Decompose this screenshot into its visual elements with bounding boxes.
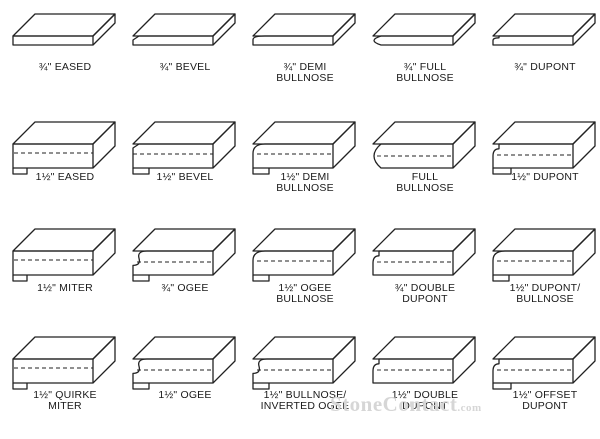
profile-drawing xyxy=(252,13,356,46)
profile-drawing xyxy=(12,336,116,390)
profile-drawing xyxy=(132,336,236,390)
profile-label-line: 1½" DOUBLE xyxy=(391,389,459,401)
profile-label-line: ¾" DOUBLE xyxy=(394,282,456,294)
profile-label: 1½" OGEE xyxy=(131,390,239,401)
profile-label-line: 1½" OGEE xyxy=(158,389,212,401)
profile-label-line: ¾" FULL xyxy=(403,61,447,73)
profile-1-1-2-miter: 1½" MITER xyxy=(5,215,125,325)
profile-label-line: DUPONT xyxy=(402,293,448,305)
profile-label-line: 1½" DEMI xyxy=(280,171,330,183)
profile-label: 1½" BULLNOSE/INVERTED OGEE xyxy=(251,390,359,412)
profile-1-1-2-bullnose-inverted-ogee: 1½" BULLNOSE/INVERTED OGEE xyxy=(245,323,365,433)
profile-label-line: 1½" MITER xyxy=(37,282,93,294)
profile-1-1-2-dupont: 1½" DUPONT xyxy=(485,108,600,218)
profile-drawing xyxy=(252,121,356,175)
profile-label-line: INVERTED OGEE xyxy=(260,400,350,412)
profile-1-1-2-eased: 1½" EASED xyxy=(5,108,125,218)
profile-label: 1½" EASED xyxy=(11,172,119,183)
profile-drawing xyxy=(492,13,596,46)
profile-label: ¾" OGEE xyxy=(131,283,239,294)
profile-drawing xyxy=(12,121,116,175)
profile-label-line: BULLNOSE xyxy=(396,72,454,84)
profile-drawing xyxy=(372,336,476,384)
profile-label-line: 1½" QUIRKE xyxy=(33,389,97,401)
profile-drawing xyxy=(132,121,236,175)
profile-label-line: ¾" BEVEL xyxy=(159,61,211,73)
profile-1-1-2-bevel: 1½" BEVEL xyxy=(125,108,245,218)
profile-label-line: BULLNOSE xyxy=(276,182,334,194)
profile-drawing xyxy=(132,228,236,282)
profile-label-line: 1½" OFFSET xyxy=(512,389,578,401)
profile-1-1-2-ogee: 1½" OGEE xyxy=(125,323,245,433)
profile-3-4-dupont: ¾" DUPONT xyxy=(485,0,600,110)
profile-drawing xyxy=(372,121,476,169)
profile-drawing xyxy=(12,13,116,46)
profile-drawing xyxy=(492,228,596,282)
profile-label-line: 1½" OGEE xyxy=(278,282,332,294)
profile-label-line: 1½" BEVEL xyxy=(156,171,214,183)
watermark-tld: .com xyxy=(457,402,482,414)
profile-3-4-ogee: ¾" OGEE xyxy=(125,215,245,325)
profile-label-line: DUPONT xyxy=(522,400,568,412)
profile-label-line: ¾" DUPONT xyxy=(514,61,576,73)
profile-label: 1½" DUPONT xyxy=(491,172,599,183)
profile-label: 1½" MITER xyxy=(11,283,119,294)
profile-3-4-eased: ¾" EASED xyxy=(5,0,125,110)
profile-label-line: MITER xyxy=(48,400,82,412)
profile-3-4-bevel: ¾" BEVEL xyxy=(125,0,245,110)
watermark: StoneContact.com xyxy=(330,392,482,417)
profile-label-line: ¾" EASED xyxy=(38,61,92,73)
profile-drawing xyxy=(132,13,236,46)
profile-label: ¾" EASED xyxy=(11,62,119,73)
profile-1-1-2-dupont-bullnose: 1½" DUPONT/BULLNOSE xyxy=(485,215,600,325)
profile-label-line: ¾" DEMI xyxy=(283,61,327,73)
profile-label-line: 1½" BULLNOSE/ xyxy=(263,389,347,401)
profile-drawing xyxy=(492,336,596,390)
profile-label-line: 1½" DUPONT/ xyxy=(509,282,581,294)
profile-drawing xyxy=(492,121,596,175)
profile-drawing xyxy=(252,228,356,282)
profile-label-line: BULLNOSE xyxy=(396,182,454,194)
watermark-brand: StoneContact xyxy=(330,392,458,416)
profile-drawing xyxy=(12,228,116,282)
profile-drawing xyxy=(252,336,356,390)
profile-drawing xyxy=(372,13,476,46)
profile-label-line: BULLNOSE xyxy=(516,293,574,305)
profile-label: ¾" DUPONT xyxy=(491,62,599,73)
profile-label: 1½" DUPONT/BULLNOSE xyxy=(491,283,599,305)
profile-label-line: DUPONT xyxy=(402,400,448,412)
profile-label-line: 1½" EASED xyxy=(35,171,95,183)
profile-label: 1½" BEVEL xyxy=(131,172,239,183)
profile-label-line: BULLNOSE xyxy=(276,72,334,84)
profile-label-line: FULL xyxy=(411,171,439,183)
profile-label-line: BULLNOSE xyxy=(276,293,334,305)
profile-drawing xyxy=(372,228,476,276)
profile-label: ¾" BEVEL xyxy=(131,62,239,73)
profile-label-line: 1½" DUPONT xyxy=(511,171,579,183)
profile-label-line: ¾" OGEE xyxy=(161,282,209,294)
